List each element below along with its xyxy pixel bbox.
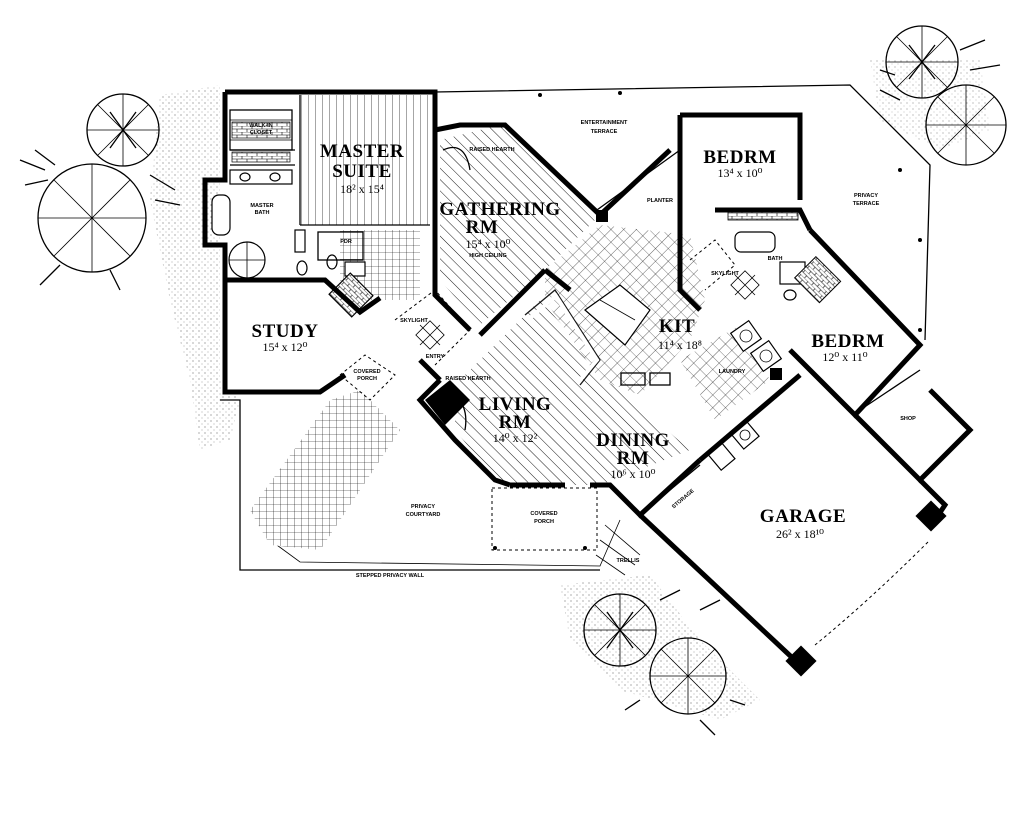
entertainment-terrace-label: ENTERTAINMENT — [581, 120, 628, 126]
dining-rm-label: DINING — [596, 430, 670, 451]
entry-label: ENTRY — [426, 354, 445, 360]
gathering-rm-label-2: RM — [466, 217, 499, 238]
garage-label: GARAGE — [760, 506, 846, 527]
covered-porch-label-2: PORCH — [357, 376, 377, 382]
living-rm-label-2: RM — [499, 412, 532, 433]
raised-hearth-label: RAISED HEARTH — [469, 147, 514, 153]
privacy-terrace-label-2: TERRACE — [853, 201, 880, 207]
storage-label: STORAGE — [671, 488, 696, 510]
kit-dimensions: 11⁴ x 18⁸ — [658, 338, 702, 352]
privacy-courtyard-label: PRIVACY — [411, 504, 435, 510]
covered-porch-label: COVERED — [353, 369, 380, 375]
gathering-rm-label: GATHERING — [439, 199, 560, 220]
bath-label: BATH — [768, 256, 783, 262]
bedrm-2-dimensions: 12⁰ x 11⁰ — [822, 350, 867, 364]
bedrm-2-label: BEDRM — [811, 331, 884, 352]
gathering-rm-dimensions: 15⁴ x 10⁰ — [466, 237, 511, 251]
kit-label: KIT — [659, 316, 695, 337]
study-dimensions: 15⁴ x 12⁰ — [263, 340, 308, 354]
tree-cluster-left — [19, 93, 181, 291]
skylight-label: SKYLIGHT — [400, 318, 428, 324]
interior-lines — [211, 95, 931, 646]
master-suite-label: MASTER — [320, 141, 404, 162]
tree-cluster-top-right — [879, 25, 1007, 166]
shop-label: SHOP — [900, 416, 916, 422]
laundry-label: LAUNDRY — [719, 369, 746, 375]
living-rm-label: LIVING — [479, 394, 552, 415]
floor-fills — [250, 95, 770, 550]
privacy-terrace-label: PRIVACY — [854, 193, 878, 199]
master-suite-label-2: SUITE — [332, 161, 392, 182]
trellis-label: TRELLIS — [617, 558, 640, 564]
walk-in-closet-label: WALK-IN — [249, 123, 273, 129]
pdr-label: PDR — [340, 239, 352, 245]
labels: MASTER SUITE 18² x 15⁴ GATHERING RM 15⁴ … — [249, 120, 916, 579]
skylight-label-2: SKYLIGHT — [711, 271, 739, 277]
covered-porch-b-label: COVERED — [530, 511, 557, 517]
garage-dimensions: 26² x 18¹⁰ — [776, 527, 824, 541]
privacy-courtyard-label-2: COURTYARD — [406, 512, 441, 518]
dining-rm-dimensions: 10⁶ x 10⁰ — [611, 467, 656, 481]
tree-cluster-bottom — [583, 589, 746, 736]
living-rm-dimensions: 14⁰ x 12² — [493, 431, 538, 445]
study-label: STUDY — [252, 321, 319, 342]
bedrm-1-dimensions: 13⁴ x 10⁰ — [718, 166, 763, 180]
master-suite-dimensions: 18² x 15⁴ — [340, 182, 384, 196]
master-bath-label: MASTER — [250, 203, 273, 209]
dining-rm-label-2: RM — [617, 448, 650, 469]
master-bath-label-2: BATH — [255, 210, 270, 216]
landscape-ground — [150, 60, 990, 720]
walk-in-closet-label-2: CLOSET — [250, 130, 273, 136]
stepped-privacy-wall-label: STEPPED PRIVACY WALL — [356, 573, 425, 579]
entertainment-terrace-label-2: TERRACE — [591, 129, 618, 135]
raised-hearth-label-2: RAISED HEARTH — [445, 376, 490, 382]
bedrm-1-label: BEDRM — [703, 147, 776, 168]
planter-label: PLANTER — [647, 198, 673, 204]
exterior-walls — [202, 89, 974, 677]
covered-porch-b-label-2: PORCH — [534, 519, 554, 525]
gathering-rm-note: HIGH CEILING — [469, 253, 507, 259]
